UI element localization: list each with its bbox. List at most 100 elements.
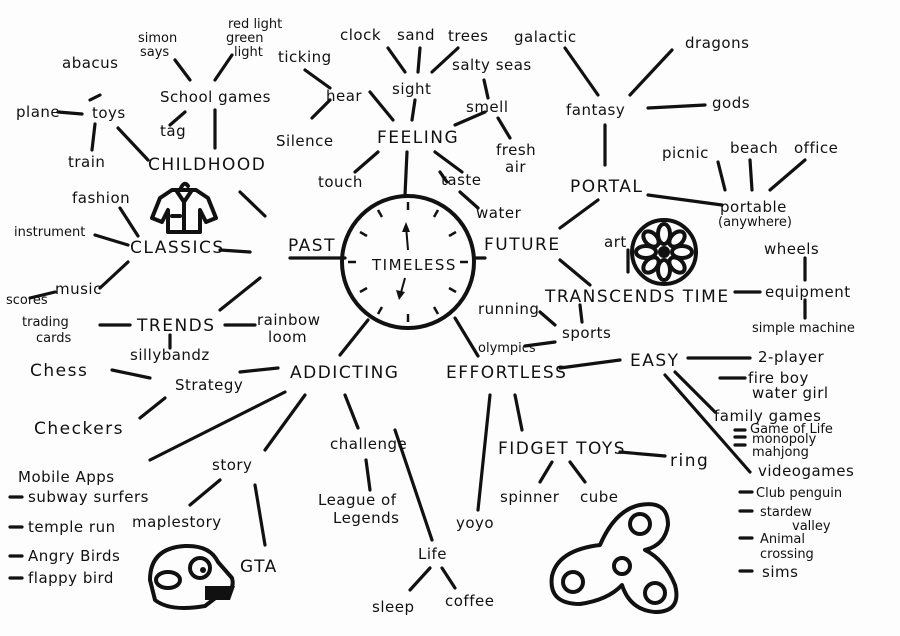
node-stardew: stardew: [760, 505, 812, 520]
node-club-penguin: Club penguin: [756, 486, 842, 501]
node-ring: ring: [670, 451, 709, 471]
node-videogames: videogames: [758, 462, 854, 480]
node-smell: smell: [466, 98, 509, 116]
node-cards: cards: [36, 331, 71, 346]
node-red-light: red light: [228, 17, 282, 32]
node-olympics: olympics: [478, 341, 536, 356]
branch-trends: TRENDS: [136, 316, 216, 336]
node-challenge: challenge: [330, 435, 407, 453]
orange-slice-icon: [630, 218, 698, 286]
branch-childhood: CHILDHOOD: [148, 155, 266, 175]
node-fantasy: fantasy: [566, 101, 625, 119]
node-abacus: abacus: [62, 54, 118, 72]
node-fire-boy: fire boy: [748, 369, 809, 387]
node-clock: clock: [340, 26, 381, 44]
node-school-games: School games: [160, 88, 271, 106]
node-temple-run: temple run: [28, 518, 116, 536]
node-galactic: galactic: [514, 28, 577, 46]
node-light: light: [234, 45, 263, 60]
node-wheels: wheels: [764, 240, 819, 258]
node-instrument: instrument: [14, 225, 85, 240]
node-coffee: coffee: [445, 592, 494, 610]
node-fresh: fresh: [496, 141, 536, 159]
branch-classics: CLASSICS: [130, 238, 225, 258]
node-rainbow: rainbow: [257, 311, 321, 329]
node-plane: plane: [16, 103, 60, 121]
node-sand: sand: [397, 26, 435, 44]
node-anywhere: (anywhere): [718, 215, 792, 230]
node-subway-surfers: subway surfers: [28, 488, 149, 506]
node-game-of-life: Game of Life: [750, 422, 833, 437]
branch-easy: EASY: [630, 351, 680, 371]
node-portable: portable: [720, 198, 787, 216]
branch-future: FUTURE: [484, 235, 561, 255]
node-angry-birds: Angry Birds: [28, 547, 120, 565]
connector-lines: [8, 46, 807, 592]
node-says: says: [140, 45, 169, 60]
branch-effortless: EFFORTLESS: [446, 363, 567, 383]
node-running: running: [478, 300, 539, 318]
node-green: green: [226, 31, 264, 46]
node-salty-seas: salty seas: [452, 56, 532, 74]
node-maplestory: maplestory: [132, 513, 222, 531]
node-sports: sports: [562, 324, 611, 342]
node-fashion: fashion: [72, 189, 130, 207]
node-scores: scores: [6, 293, 48, 308]
node-animal: Animal: [760, 532, 805, 547]
clock-icon: [340, 194, 476, 330]
node-simon: simon: [138, 31, 177, 46]
node-mahjong: mahjong: [752, 445, 809, 460]
center-topic: TIMELESS: [371, 256, 457, 274]
node-gods: gods: [712, 94, 750, 112]
node-crossing: crossing: [760, 547, 814, 562]
node-beach: beach: [730, 139, 778, 157]
node-story: story: [212, 456, 252, 474]
node-strategy: Strategy: [175, 376, 243, 394]
node-sight: sight: [392, 80, 431, 98]
node-monopoly: monopoly: [752, 432, 817, 447]
node-dragons: dragons: [685, 34, 749, 52]
fidget-spinner-icon: [549, 502, 679, 614]
node-simple-machine: simple machine: [752, 321, 855, 336]
node-two-player: 2-player: [758, 348, 824, 366]
node-mobile-apps: Mobile Apps: [18, 468, 115, 486]
node-valley: valley: [792, 519, 831, 534]
branch-addicting: ADDICTING: [290, 363, 399, 383]
node-hear: hear: [326, 87, 362, 105]
node-gta: GTA: [240, 557, 278, 577]
branch-portal: PORTAL: [570, 177, 643, 197]
node-trading: trading: [22, 315, 69, 330]
node-equipment: equipment: [765, 283, 851, 301]
flappy-bird-icon: [148, 543, 235, 610]
node-cube: cube: [580, 488, 619, 506]
node-tag: tag: [160, 122, 186, 140]
node-checkers: Checkers: [34, 419, 124, 439]
node-league-of: League of: [318, 491, 397, 509]
node-family-games: family games: [714, 407, 821, 425]
node-picnic: picnic: [662, 144, 709, 162]
node-yoyo: yoyo: [456, 514, 494, 532]
node-art: art: [604, 233, 627, 251]
node-legends: Legends: [333, 509, 399, 527]
node-flappy-bird: flappy bird: [28, 569, 114, 587]
node-sillybandz: sillybandz: [130, 346, 210, 364]
node-taste: taste: [441, 171, 482, 189]
branch-feeling: FEELING: [377, 128, 459, 148]
node-loom: loom: [268, 328, 307, 346]
branch-fidget-toys: FIDGET TOYS: [498, 439, 626, 459]
branch-transcends-time: TRANSCENDS TIME: [544, 287, 730, 307]
node-chess: Chess: [30, 361, 88, 381]
node-sims: sims: [762, 563, 798, 581]
node-water: water: [476, 204, 522, 222]
node-air: air: [505, 158, 526, 176]
node-music: music: [55, 280, 102, 298]
branch-past: PAST: [288, 236, 336, 256]
node-silence: Silence: [276, 132, 334, 150]
node-toys: toys: [92, 104, 126, 122]
node-sleep: sleep: [372, 598, 414, 616]
node-water-girl: water girl: [752, 384, 829, 402]
jacket-icon: [150, 181, 218, 234]
node-ticking: ticking: [278, 48, 332, 66]
